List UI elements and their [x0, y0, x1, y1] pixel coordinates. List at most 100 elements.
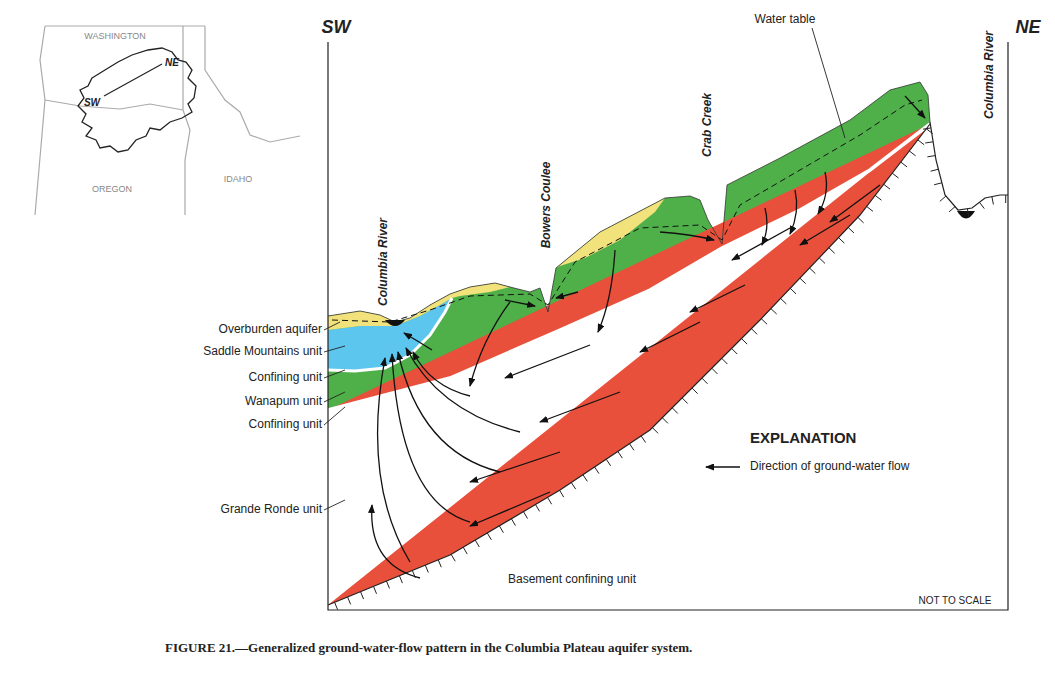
geologic-units: [328, 82, 975, 605]
flow-arrow: [556, 292, 578, 298]
inset-end-label: SW: [84, 97, 100, 108]
hatch-tick: [373, 586, 376, 593]
hatch-tick: [1005, 195, 1006, 203]
unit-label: Confining unit: [249, 418, 322, 431]
flow-arrow: [540, 392, 620, 422]
flow-arrow: [598, 250, 615, 332]
hatch-tick: [931, 169, 939, 171]
hatch-tick: [819, 258, 825, 264]
place-name: Columbia River: [377, 218, 390, 306]
hatch-tick: [560, 490, 564, 497]
plateau-outline: [78, 48, 196, 152]
place-name: Columbia River: [983, 31, 996, 119]
flow-arrow: [505, 300, 535, 306]
hatch-tick: [829, 248, 835, 254]
unit-label: Grande Ronde unit: [221, 503, 322, 516]
leader-line: [324, 407, 345, 425]
water-table: [332, 100, 922, 322]
flow-arrow: [413, 352, 470, 396]
flow-arrow: [392, 354, 470, 522]
hatch-tick: [438, 560, 441, 567]
hatch-tick: [800, 278, 806, 284]
hatch-tick: [692, 388, 698, 394]
unit-label: Wanapum unit: [245, 395, 322, 408]
hatch-tick: [867, 206, 873, 211]
flow-arrow: [690, 285, 745, 312]
hatch-tick: [399, 576, 402, 583]
hatch-tick: [672, 408, 678, 414]
lines: [324, 28, 1008, 610]
flow-arrow: [398, 352, 500, 472]
hatch-tick: [925, 142, 933, 143]
hatch-tick: [927, 156, 935, 157]
hatch-tick: [979, 202, 984, 208]
figure-caption: FIGURE 21.—Generalized ground-water-flow…: [165, 641, 692, 655]
flow-arrow: [378, 358, 410, 562]
hatch-tick: [722, 358, 728, 364]
hatch-tick: [712, 368, 718, 374]
hatch-tick: [595, 467, 599, 474]
hatch-tick: [934, 183, 942, 185]
hatch-tick: [487, 533, 491, 540]
flow-arrow: [905, 96, 925, 118]
hatch-tick: [892, 173, 898, 178]
flow-arrow: [732, 228, 790, 260]
valley-side: [930, 122, 1008, 210]
hatch-tick: [523, 512, 527, 519]
hatch-tick: [992, 197, 994, 205]
hatch-tick: [848, 227, 854, 233]
unit-label: Saddle Mountains unit: [203, 345, 322, 358]
state-name: IDAHO: [224, 175, 253, 185]
river-symbol: [957, 211, 975, 219]
flow-arrow: [640, 322, 700, 352]
leader-line: [324, 370, 345, 378]
flow-arrow: [406, 348, 520, 432]
wanapum-unit: [328, 82, 930, 410]
hatch-tick: [463, 547, 467, 554]
flow-arrow: [790, 190, 797, 234]
flow-arrow: [505, 345, 590, 378]
section-end-label: SW: [322, 18, 351, 38]
state-border: [45, 100, 183, 110]
section-line: [104, 64, 162, 96]
flow-arrow: [818, 172, 826, 214]
hatch-tick: [761, 319, 767, 325]
legend-text: Direction of ground-water flow: [750, 460, 909, 473]
state-border: [205, 26, 300, 142]
hatch-tick: [967, 209, 968, 217]
hatch-tick: [781, 298, 787, 304]
feature-label: Water table: [755, 13, 816, 26]
hatch-tick: [571, 482, 575, 489]
hatch-tick: [790, 288, 796, 294]
basement-contact: [328, 124, 930, 605]
hatch-tick: [858, 217, 864, 223]
legend-arrow: [706, 466, 740, 467]
hatch-tick: [682, 398, 688, 404]
land-surface: [328, 82, 930, 322]
hatch-tick: [335, 602, 338, 609]
hatch-tick: [875, 195, 881, 200]
hatch-tick: [386, 581, 389, 588]
hatch-tick: [475, 540, 479, 547]
state-border: [183, 26, 190, 215]
frame: [328, 42, 1008, 610]
leader-line: [324, 322, 340, 330]
leader-line: [324, 500, 345, 510]
grande-ronde-unit: [328, 124, 930, 605]
state-border: [45, 25, 205, 26]
flow-arrow: [404, 333, 432, 350]
flow-arrow: [470, 492, 550, 526]
hatch-tick: [838, 238, 844, 244]
state-name: OREGON: [92, 185, 132, 195]
state-border: [35, 26, 45, 215]
flow-arrow: [372, 505, 420, 578]
unit-label: Overburden aquifer: [219, 323, 322, 336]
leader-line: [324, 392, 345, 402]
leader-line: [324, 346, 345, 352]
inset-end-label: NE: [165, 57, 179, 68]
hatch-tick: [741, 339, 747, 345]
hatch-tick: [641, 436, 645, 443]
scale-note: NOT TO SCALE: [919, 595, 992, 606]
hatch-tick: [618, 451, 622, 458]
